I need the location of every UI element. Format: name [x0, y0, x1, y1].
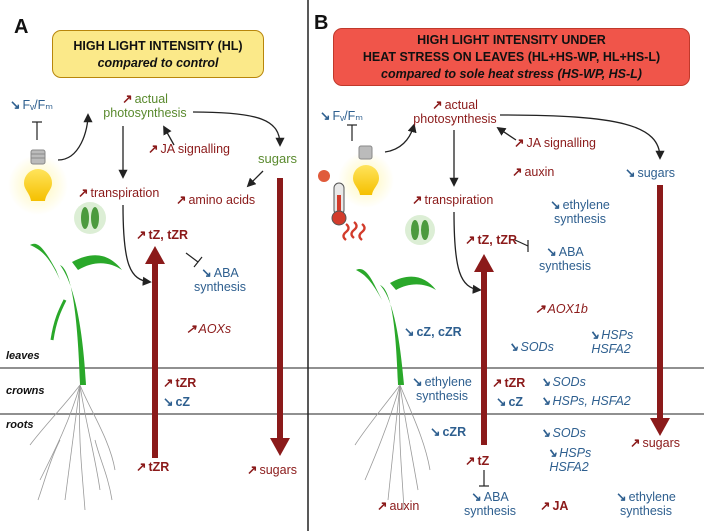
sugars-top-a: sugars: [258, 151, 298, 166]
wheat-plant-icon: [30, 243, 122, 385]
panel-a-subtitle: compared to control: [97, 55, 219, 70]
inhibition-tz-aba-root-b: [479, 470, 489, 487]
panel-a-title: HIGH LIGHT INTENSITY (HL): [73, 39, 243, 53]
arrow-bulb-photosynthesis-b: [384, 123, 417, 153]
light-bulb-icon-b: [338, 145, 394, 208]
crown-sods-b: SODs: [540, 375, 585, 389]
transport-up-arrow-b: [474, 254, 494, 445]
root-tz-b: tZ: [465, 454, 489, 468]
tz-tzr-a: tZ, tZR: [136, 228, 188, 242]
inhibition-tz-aba-a: [185, 252, 203, 268]
arrow-photosynthesis-sugars-b: [499, 114, 665, 160]
panel-b-letter: B: [314, 12, 329, 34]
roots-icon-b: [354, 384, 431, 511]
roots-icon: [29, 384, 116, 511]
transpiration-b: transpiration: [412, 193, 493, 207]
heat-waves-icon: [342, 221, 366, 241]
arrow-bulb-photosynthesis-a: [57, 113, 93, 161]
transport-down-arrow-a: [270, 178, 290, 456]
hsps-hsfa2-leaf-b: HSPs HSFA2: [582, 328, 640, 357]
root-tzr-a: tZR: [136, 460, 169, 474]
panel-b-title-box: HIGH LIGHT INTENSITY UNDER HEAT STRESS O…: [333, 28, 690, 86]
crown-tzr-a: tZR: [163, 376, 196, 390]
arrow-photosynthesis-sugars-a: [192, 111, 285, 147]
panel-a-title-box: HIGH LIGHT INTENSITY (HL) compared to co…: [52, 30, 264, 78]
fvfm-label-b: Fᵥ/Fₘ: [320, 109, 363, 123]
actual-photosynthesis-b: actual photosynthesis: [410, 98, 500, 127]
root-aba-b: ABA synthesis: [458, 490, 522, 519]
stomata-icon-b: [405, 215, 435, 245]
auxin-top-b: auxin: [512, 165, 554, 179]
root-sugars-a: sugars: [247, 463, 297, 477]
stomata-icon: [74, 202, 106, 234]
root-sods-b: SODs: [540, 426, 585, 440]
root-ja-b: JA: [540, 499, 568, 513]
inhibition-fvfm-b: [347, 124, 357, 141]
actual-photosynthesis-a: actual photosynthesis: [85, 92, 205, 121]
wheat-plant-icon-b: [356, 269, 436, 385]
root-ethylene-b: ethylene synthesis: [606, 490, 686, 519]
tz-tzr-b: tZ, tZR: [465, 233, 517, 247]
thermometer-icon: [318, 170, 347, 226]
crown-ethylene-b: ethylene synthesis: [402, 375, 482, 404]
fvfm-label-a: Fᵥ/Fₘ: [10, 98, 53, 112]
aoxs-a: AOXs: [186, 322, 231, 336]
cz-czr-b: cZ, cZR: [404, 325, 461, 339]
panel-b-subtitle: compared to sole heat stress (HS-WP, HS-…: [381, 66, 642, 81]
tissue-leaves-label: leaves: [6, 350, 40, 362]
root-hsps-b: HSPs HSFA2: [540, 446, 598, 475]
root-auxin-b: auxin: [377, 499, 419, 513]
light-bulb-icon: [8, 149, 68, 215]
transport-down-arrow-b: [650, 185, 670, 436]
crown-cz-a: cZ: [163, 395, 190, 409]
tissue-roots-label: roots: [6, 419, 34, 431]
ja-signalling-b: JA signalling: [514, 136, 596, 150]
tissue-crowns-label: crowns: [6, 385, 45, 397]
arrow-ja-photosynthesis-b: [496, 126, 517, 141]
crown-hsps-b: HSPs, HSFA2: [540, 394, 630, 408]
amino-acids-a: amino acids: [176, 193, 255, 207]
sugars-top-b: sugars: [625, 166, 675, 180]
panel-a-letter: A: [14, 16, 29, 38]
arrow-transpiration-cytokinin-a: [122, 204, 152, 286]
aox1b-b: AOX1b: [535, 302, 587, 316]
root-sugars-b: sugars: [630, 436, 680, 450]
arrow-sugars-aminoacids-a: [246, 170, 264, 188]
transport-up-arrow-a: [145, 246, 165, 458]
ethylene-synthesis-b: ethylene synthesis: [540, 198, 620, 227]
root-czr-b: cZR: [430, 425, 466, 439]
panel-b-title-line2: HEAT STRESS ON LEAVES (HL+HS-WP, HL+HS-L…: [362, 49, 661, 64]
ja-signalling-a: JA signalling: [148, 142, 230, 156]
crown-tzr-b: tZR: [492, 376, 525, 390]
inhibition-fvfm-a: [32, 121, 42, 140]
inhibition-tz-aba-b: [514, 239, 529, 252]
transpiration-a: transpiration: [78, 186, 159, 200]
panel-b-title-line1: HIGH LIGHT INTENSITY UNDER: [417, 33, 606, 47]
sods-leaf-b: SODs: [508, 340, 553, 354]
crown-cz-b: cZ: [496, 395, 523, 409]
aba-synthesis-b: ABA synthesis: [530, 245, 600, 274]
aba-synthesis-a: ABA synthesis: [185, 266, 255, 295]
arrow-transpiration-cytokinin-b: [453, 211, 482, 294]
